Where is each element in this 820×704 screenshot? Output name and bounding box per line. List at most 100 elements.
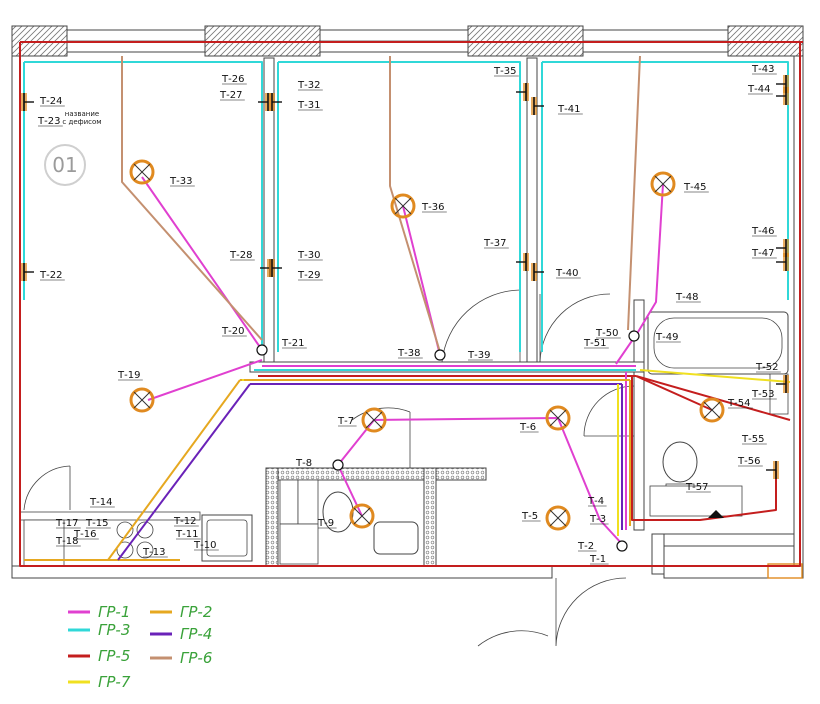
tag-t21: Т-21 <box>281 338 304 349</box>
light-point-2 <box>390 193 416 219</box>
legend-item-1: ГР-1 <box>68 603 130 621</box>
tag-t38: Т-38 <box>397 348 420 359</box>
wire-gr6-5 <box>121 55 641 353</box>
room-number: 01 <box>52 153 77 177</box>
svg-text:ГР-5: ГР-5 <box>98 647 130 665</box>
tag-t45: Т-45 <box>683 182 706 193</box>
light-point-5 <box>361 407 387 433</box>
tag-t4: Т-4 <box>587 496 604 507</box>
tag-t27: Т-27 <box>219 90 242 101</box>
svg-text:ГР-7: ГР-7 <box>98 673 131 691</box>
tag-t5: Т-5 <box>521 511 538 522</box>
tag-t50: Т-50 <box>595 328 618 339</box>
tag-t19: Т-19 <box>117 370 140 381</box>
wire-gr4-4 <box>117 383 623 561</box>
socket-symbol-9 <box>516 253 529 271</box>
tag-t13: Т-13 <box>142 547 165 558</box>
tag-t31: Т-31 <box>297 100 320 111</box>
tag-t54: Т-54 <box>727 398 750 409</box>
room-number-circle <box>44 144 86 186</box>
light-points <box>129 159 725 531</box>
tag-t51: Т-51 <box>583 338 606 349</box>
socket-symbol-8 <box>531 97 544 115</box>
svg-text:ГР-1: ГР-1 <box>98 603 130 621</box>
socket-symbol-6 <box>269 259 282 277</box>
tag-t40: Т-40 <box>555 268 578 279</box>
tag-t57: Т-57 <box>685 482 708 493</box>
legend-item-4: ГР-4 <box>150 625 212 643</box>
tag-t37: Т-37 <box>483 238 506 249</box>
tag-t52: Т-52 <box>755 362 778 373</box>
tag-t9: Т-9 <box>317 518 334 529</box>
svg-text:ГР-4: ГР-4 <box>180 625 212 643</box>
tag-t55: Т-55 <box>741 434 764 445</box>
tag-t53: Т-53 <box>751 389 774 400</box>
tag-t26: Т-26 <box>221 74 244 85</box>
socket-symbol-7 <box>516 83 529 101</box>
legend-item-3: ГР-3 <box>68 621 130 639</box>
tag-t24: Т-24 <box>39 96 62 107</box>
tag-t48: Т-48 <box>675 292 698 303</box>
tag-t11: Т-11 <box>175 529 198 540</box>
socket-symbol-15 <box>776 375 789 393</box>
tag-t23: Т-23 <box>37 116 60 127</box>
legend-item-7: ГР-7 <box>68 673 131 691</box>
walls <box>11 25 804 647</box>
junction-box-1 <box>256 344 268 356</box>
socket-symbol-16 <box>766 461 779 479</box>
tag-t14: Т-14 <box>89 497 112 508</box>
tag-t35: Т-35 <box>493 66 516 77</box>
tag-t43: Т-43 <box>751 64 774 75</box>
junction-box-4 <box>628 330 640 342</box>
tag-t16: Т-16 <box>73 529 96 540</box>
socket-symbols <box>21 75 789 552</box>
light-point-8 <box>545 505 571 531</box>
legend-item-2: ГР-2 <box>150 603 212 621</box>
tag-t20: Т-20 <box>221 326 244 337</box>
svg-text:ГР-2: ГР-2 <box>180 603 212 621</box>
socket-symbol-3 <box>258 93 271 111</box>
light-point-7 <box>349 503 375 529</box>
wire-gr1-2 <box>141 176 664 545</box>
light-point-3 <box>650 171 676 197</box>
tag-t29: Т-29 <box>297 270 320 281</box>
tag-t33: Т-33 <box>169 176 192 187</box>
tag-labels: Т-1Т-2Т-3Т-4Т-5Т-6Т-7Т-8Т-9Т-10Т-11Т-12Т… <box>37 64 781 565</box>
light-point-4 <box>129 387 155 413</box>
wire-gr7-6 <box>242 369 791 536</box>
tag-t15: Т-15 <box>85 518 108 529</box>
tag-t22: Т-22 <box>39 270 62 281</box>
legend: ГР-1 ГР-2ГР-3 ГР-4ГР-5 ГР-6ГР-7 <box>68 603 212 691</box>
wiring-lines <box>19 41 803 567</box>
wire-gr2-3 <box>24 379 631 561</box>
tag-t47: Т-47 <box>751 248 774 259</box>
junction-box-2 <box>434 349 446 361</box>
junction-box-5 <box>616 540 628 552</box>
tag-t8: Т-8 <box>295 458 312 469</box>
tag-t3: Т-3 <box>589 514 606 525</box>
tag-t41: Т-41 <box>557 104 580 115</box>
socket-symbol-2 <box>21 263 34 281</box>
tag-t28: Т-28 <box>229 250 252 261</box>
socket-symbol-12 <box>776 87 789 105</box>
tag-t32: Т-32 <box>297 80 320 91</box>
tag-t36: Т-36 <box>421 202 444 213</box>
tag-t56: Т-56 <box>737 456 760 467</box>
tag-t1: Т-1 <box>589 554 606 565</box>
tag-t6: Т-6 <box>519 422 536 433</box>
tag-t7: Т-7 <box>337 416 354 427</box>
legend-item-6: ГР-6 <box>150 649 212 667</box>
socket-symbol-14 <box>776 253 789 271</box>
tag-t49: Т-49 <box>655 332 678 343</box>
tag-t2: Т-2 <box>577 541 594 552</box>
socket-symbol-1 <box>21 93 34 111</box>
socket-symbol-10 <box>531 263 544 281</box>
switch-note-line1: название <box>65 110 99 118</box>
tag-t17: Т-17 <box>55 518 78 529</box>
tag-t12: Т-12 <box>173 516 196 527</box>
tag-t18: Т-18 <box>55 536 78 547</box>
legend-item-5: ГР-5 <box>68 647 130 665</box>
junction-box-3 <box>332 459 344 471</box>
wire-gr3-0 <box>23 61 789 371</box>
